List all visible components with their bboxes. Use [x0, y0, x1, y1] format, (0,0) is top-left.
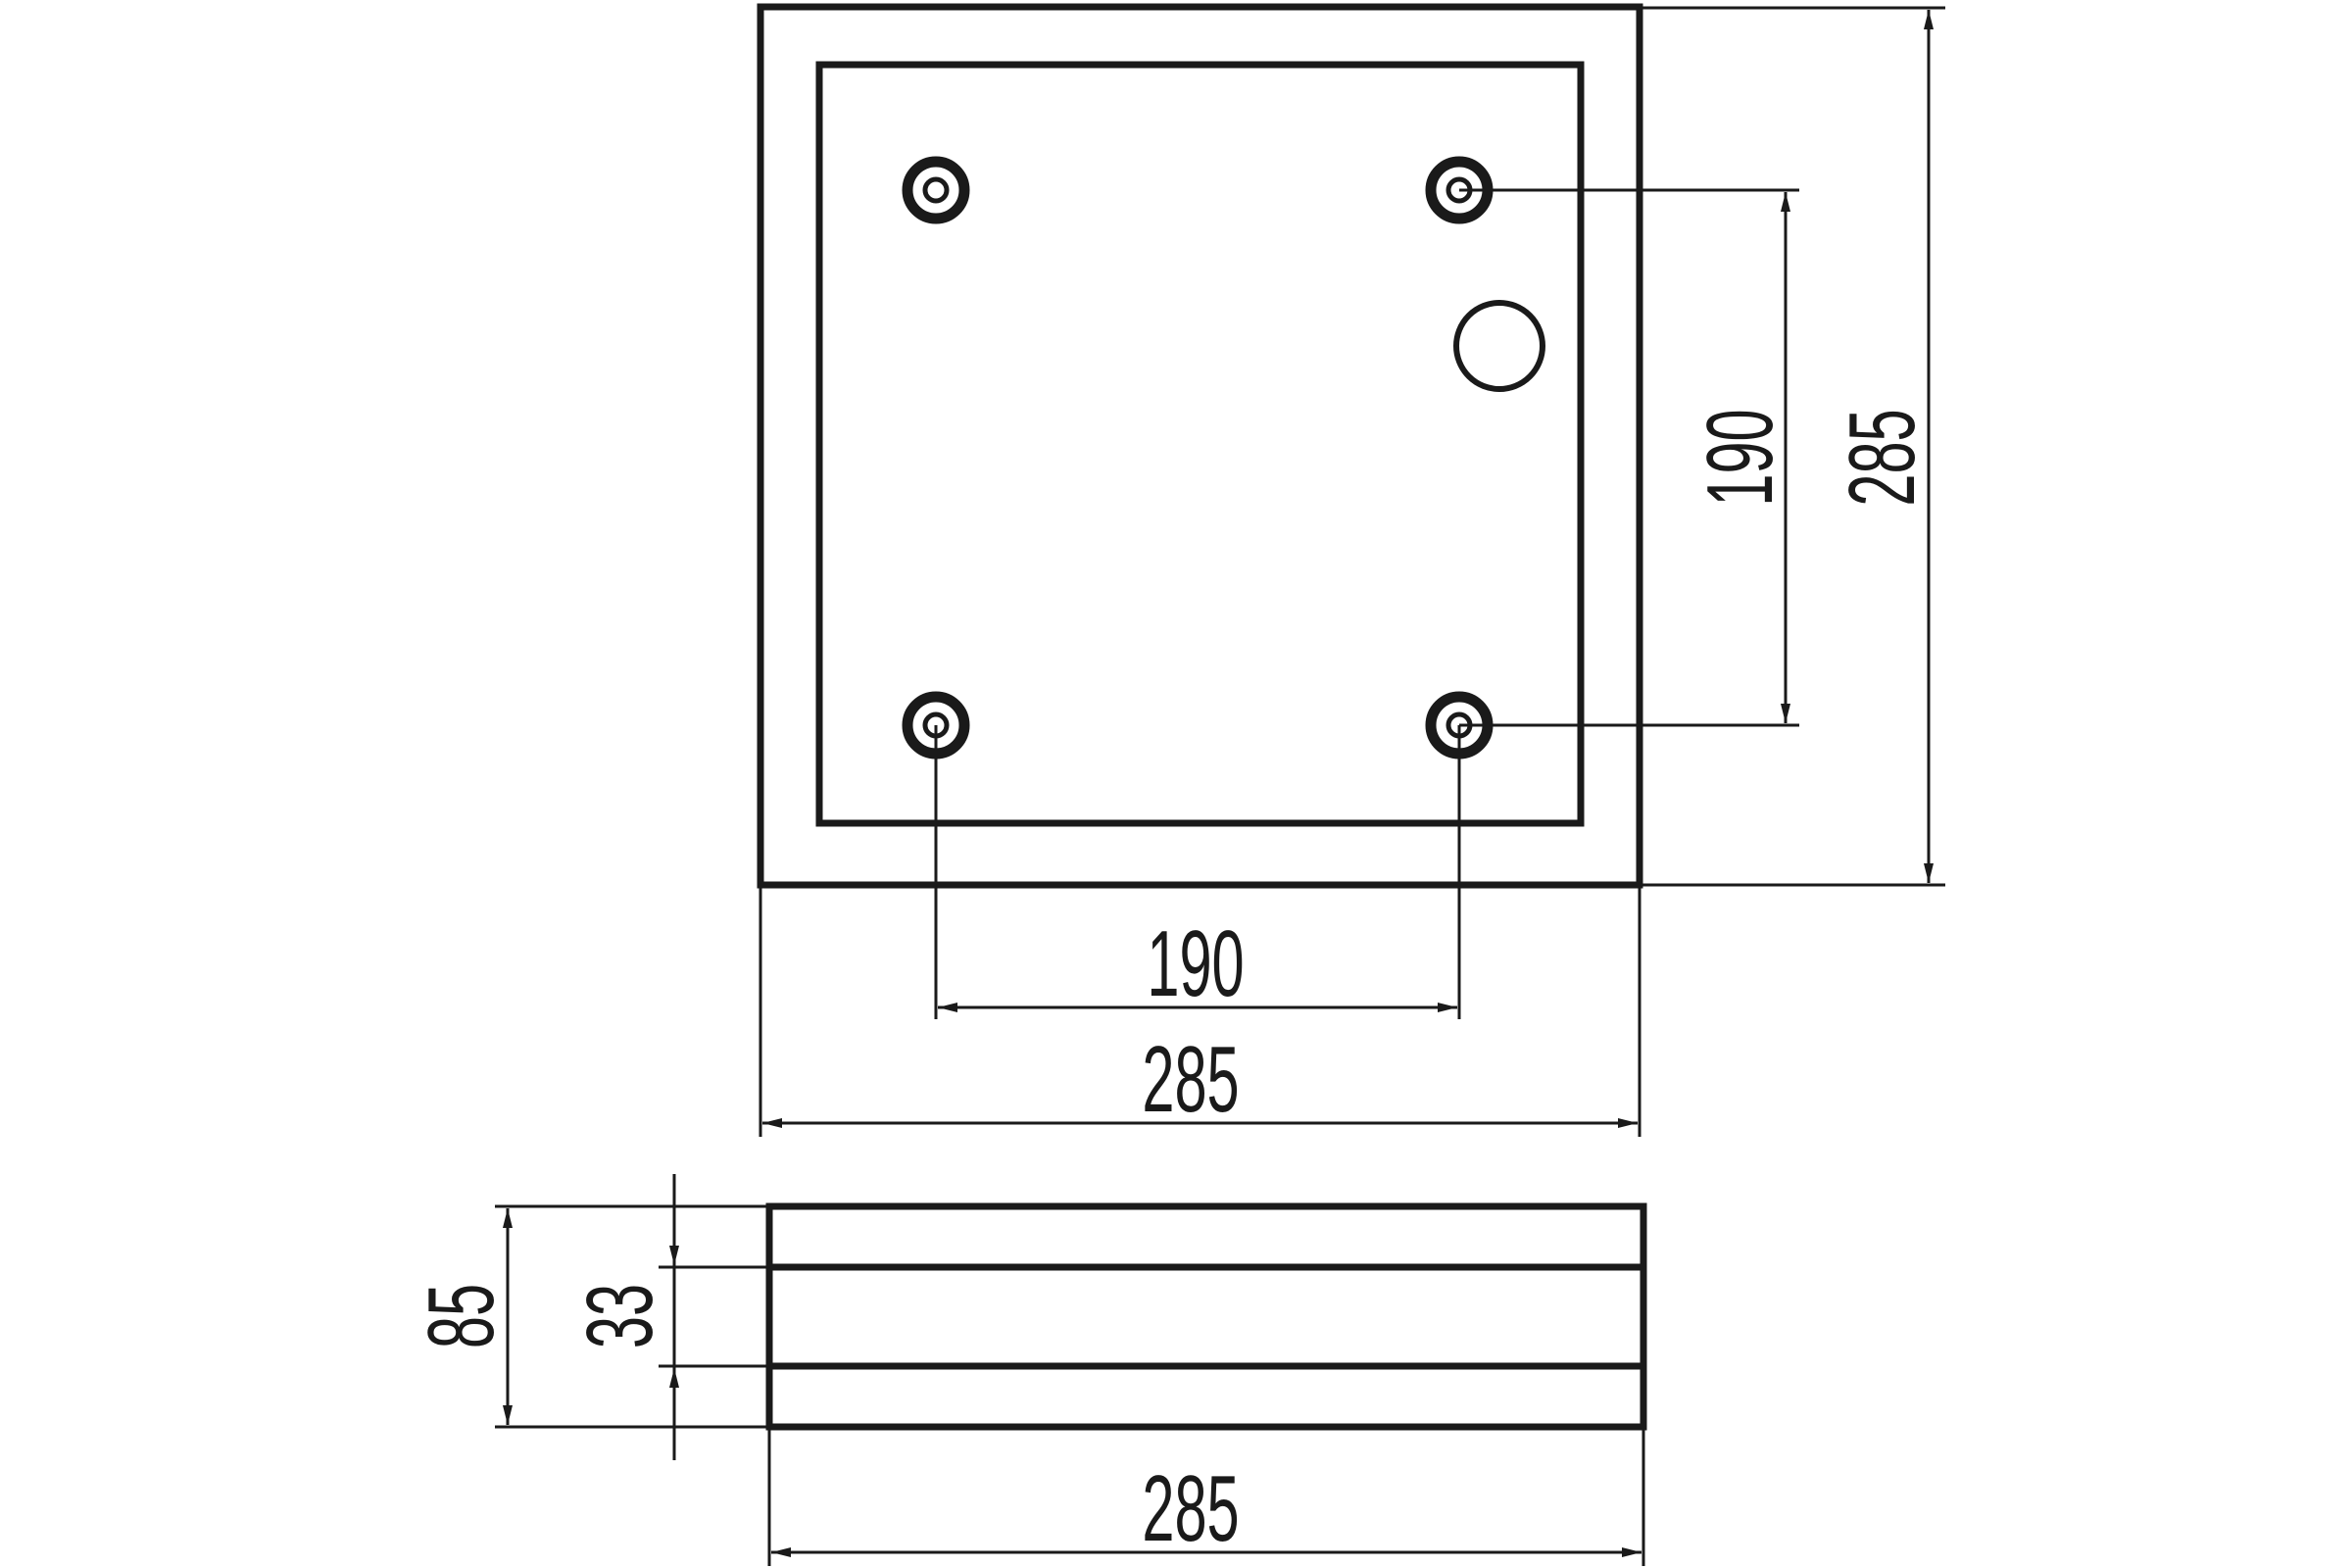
side-view-body — [765, 1202, 1647, 1431]
mounting-hole-top-left — [902, 156, 970, 224]
hole-spacing-width-label: 190 — [1147, 910, 1244, 1015]
top-view-dimension-labels: 190 285 190 285 — [1142, 409, 1934, 1131]
top-view-dimension-lines — [762, 10, 1934, 1128]
top-view-extension-lines — [759, 6, 1945, 1137]
side-view-dimension-lines — [503, 1174, 1642, 1557]
total-height-label: 85 — [409, 1284, 514, 1348]
top-view-inner-plate — [815, 61, 1585, 827]
outer-height-label: 285 — [1830, 409, 1935, 506]
cable-entry-hole — [1453, 300, 1545, 392]
outer-width-label: 285 — [1142, 1026, 1239, 1131]
side-view-dimension-labels: 85 33 285 — [409, 1284, 1240, 1561]
top-view — [757, 3, 1643, 889]
side-view-extension-lines — [495, 1204, 1645, 1566]
middle-band-label: 33 — [567, 1284, 672, 1348]
hole-spacing-height-label: 190 — [1688, 409, 1792, 506]
side-width-label: 285 — [1142, 1455, 1239, 1560]
top-view-outer-frame — [757, 3, 1643, 889]
side-view — [765, 1202, 1647, 1431]
